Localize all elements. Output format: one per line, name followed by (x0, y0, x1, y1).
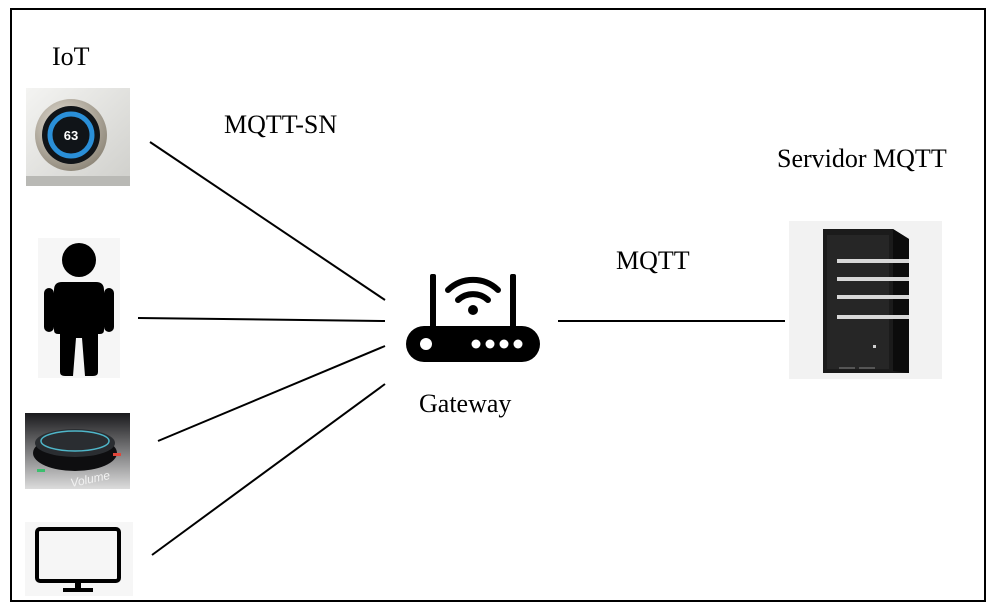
monitor-icon (25, 522, 133, 596)
person-icon (38, 238, 120, 378)
router-icon (404, 266, 542, 366)
thermostat-display: 63 (64, 128, 78, 143)
gateway-label: Gateway (419, 389, 512, 418)
server-label: Servidor MQTT (777, 144, 947, 173)
iot-label: IoT (52, 42, 90, 71)
link-person-gateway (137, 317, 386, 322)
link-speaker-gateway (157, 345, 386, 442)
mqtt-sn-label: MQTT-SN (224, 110, 338, 139)
smart-speaker-icon: Volume (25, 413, 130, 490)
server-tower-icon (789, 221, 942, 379)
link-monitor-gateway (151, 383, 386, 556)
thermostat-icon: 63 (26, 88, 130, 186)
link-thermostat-gateway (149, 141, 386, 301)
mqtt-label: MQTT (616, 246, 690, 275)
